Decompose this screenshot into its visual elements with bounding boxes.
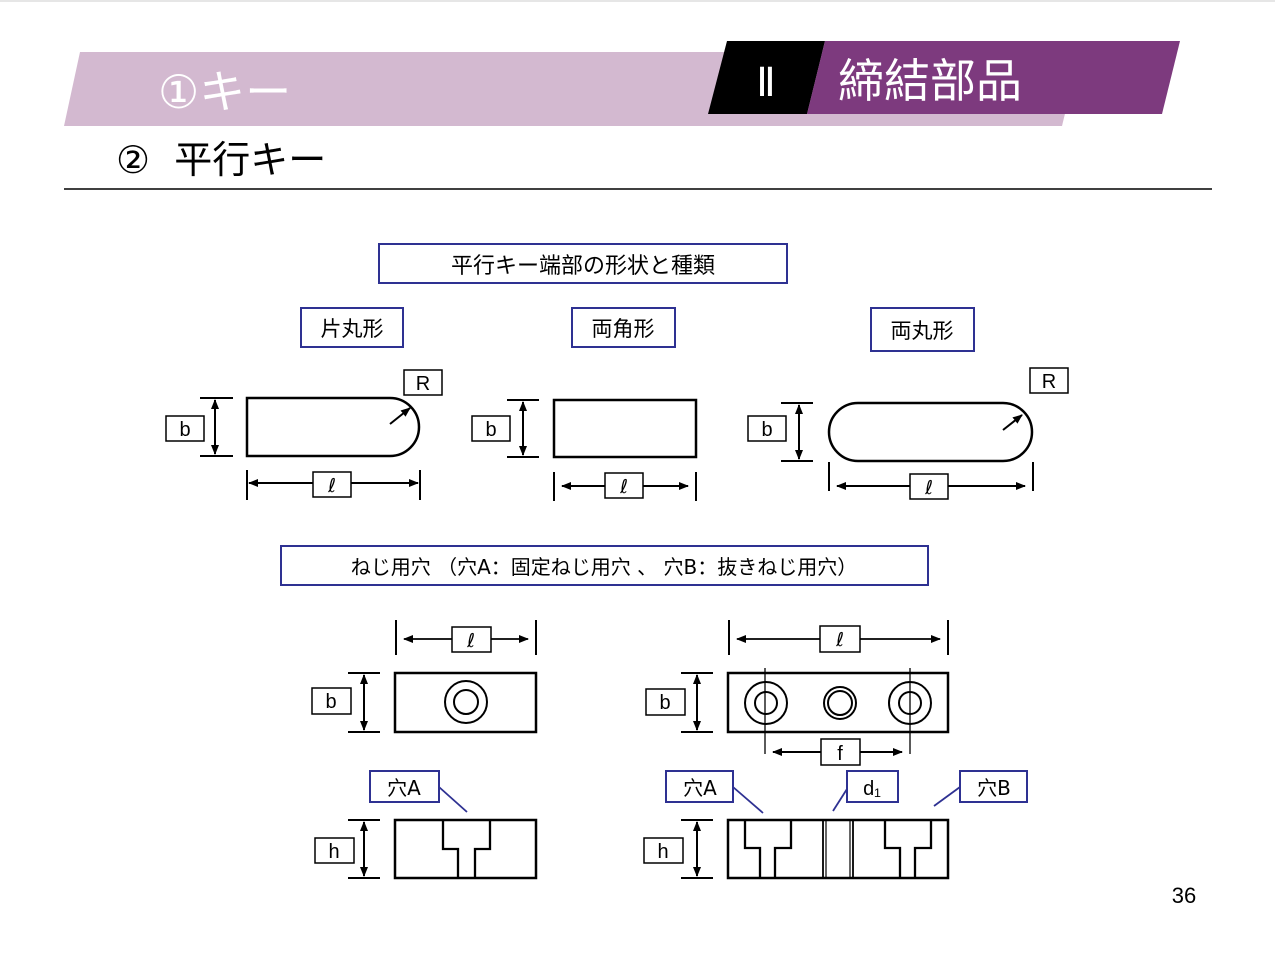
width-label-frame xyxy=(311,687,352,715)
shape-label: 両角形 xyxy=(592,317,655,341)
header-banner: Ⅱ 締結部品 ①キー xyxy=(64,41,1180,126)
pitch-label-frame xyxy=(820,738,861,766)
hole-b-label: 穴B xyxy=(977,776,1011,800)
width-label: b xyxy=(659,692,670,714)
subsection-title: ①キー xyxy=(158,65,291,119)
shape-label: 両丸形 xyxy=(891,319,954,343)
length-label: ℓ xyxy=(835,629,844,651)
width-label: b xyxy=(325,691,336,713)
length-label: ℓ xyxy=(619,476,628,498)
section-number: Ⅱ xyxy=(756,60,776,106)
width-label-frame xyxy=(165,415,205,442)
topic-title: ② 平行キー xyxy=(116,138,326,182)
section2-title-frame xyxy=(280,545,929,586)
section1-title-frame xyxy=(378,243,788,284)
pitch-label: f xyxy=(837,743,843,765)
page-number: 36 xyxy=(1172,883,1196,908)
section-title: 締結部品 xyxy=(838,54,1022,108)
width-label-frame xyxy=(645,688,686,716)
section-number-tab xyxy=(708,41,825,114)
key-single-hole: ℓ b 穴A h xyxy=(311,620,538,880)
radius-label: R xyxy=(416,373,430,395)
shape-double-round: 両丸形 R b ℓ xyxy=(747,307,1069,500)
shape-label-frame xyxy=(300,307,404,348)
length-label: ℓ xyxy=(924,477,933,499)
top-border xyxy=(0,0,1275,2)
diameter-label-frame xyxy=(846,770,899,803)
width-label-frame xyxy=(471,415,511,442)
width-label-frame xyxy=(747,415,787,442)
hole-b-label-frame xyxy=(959,770,1028,803)
radius-label-frame xyxy=(403,369,443,396)
hole-a-label-frame xyxy=(369,770,440,803)
length-label: ℓ xyxy=(327,475,336,497)
section1-title: 平行キー端部の形状と種類 xyxy=(451,254,715,279)
height-label-frame xyxy=(314,837,355,864)
length-label-frame xyxy=(604,472,644,499)
height-label-frame xyxy=(643,837,684,864)
length-label-frame xyxy=(312,471,352,498)
diameter-label: d₁ xyxy=(863,778,881,800)
length-label-frame xyxy=(819,625,861,653)
key-three-holes: ℓ f b 穴A d₁ 穴B xyxy=(643,620,1028,880)
width-label: b xyxy=(179,419,190,441)
section-title-band xyxy=(807,41,1180,114)
height-label: h xyxy=(657,841,668,863)
radius-label-frame xyxy=(1029,367,1069,394)
hole-a-label-frame xyxy=(665,770,734,803)
width-label: b xyxy=(485,419,496,441)
width-label: b xyxy=(761,419,772,441)
height-label: h xyxy=(328,841,339,863)
hole-a-label: 穴A xyxy=(387,776,421,800)
radius-label: R xyxy=(1042,371,1056,393)
length-label-frame xyxy=(451,626,492,653)
hole-a-label: 穴A xyxy=(683,776,717,800)
length-label-frame xyxy=(909,473,949,500)
shape-label-frame xyxy=(870,307,975,352)
section2-title: ねじ用穴 （穴A：固定ねじ用穴 、 穴B：抜きねじ用穴） xyxy=(351,555,857,579)
length-label: ℓ xyxy=(466,630,475,652)
shape-label: 片丸形 xyxy=(321,317,384,341)
shape-square-ends: 両角形 b ℓ xyxy=(471,307,698,501)
shape-label-frame xyxy=(571,307,676,348)
shape-single-round: 片丸形 R b ℓ xyxy=(165,307,443,500)
